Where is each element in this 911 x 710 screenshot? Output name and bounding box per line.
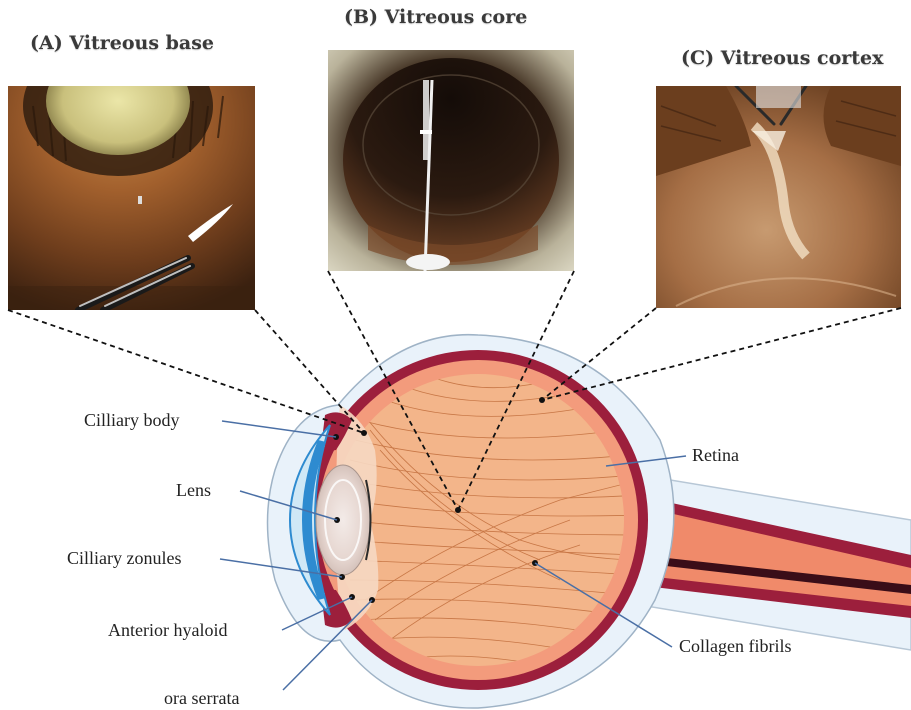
retina-label: Retina xyxy=(692,445,739,466)
ciliary-zonules-label: Cilliary zonules xyxy=(67,548,181,569)
vitreous-body xyxy=(332,374,624,666)
ora-serrata-label: ora serrata xyxy=(164,688,239,709)
lens-label: Lens xyxy=(176,480,211,501)
collagen-fibrils-label: Collagen fibrils xyxy=(679,636,791,657)
anterior-hyaloid-label: Anterior hyaloid xyxy=(108,620,227,641)
ciliary-body-label: Cilliary body xyxy=(84,410,180,431)
